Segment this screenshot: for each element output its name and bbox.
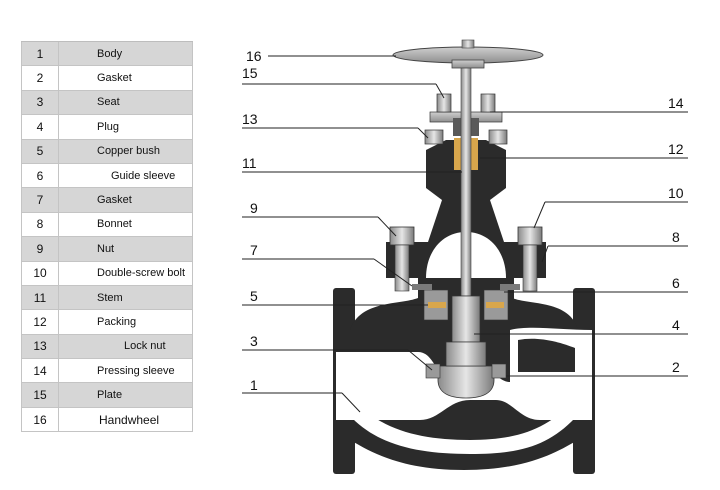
part-name: Plate	[97, 389, 123, 402]
callout-9: 9	[250, 200, 258, 216]
guide-sleeve	[412, 284, 520, 321]
part-name: Copper bush	[97, 145, 160, 158]
parts-row-4: 4 Plug	[21, 115, 193, 140]
part-name: Seat	[97, 96, 120, 109]
part-number: 3	[22, 90, 59, 115]
parts-row-2: 2 Gasket	[21, 66, 193, 91]
part-name: Nut	[97, 242, 115, 255]
parts-row-5: 5 Copper bush	[21, 139, 193, 164]
parts-row-15: 15 Plate	[21, 383, 193, 408]
part-number: 12	[22, 310, 59, 334]
part-name: Pressing sleeve	[97, 364, 175, 377]
handwheel	[392, 39, 544, 69]
part-name: Handwheel	[99, 412, 160, 427]
part-number: 15	[22, 383, 59, 407]
callout-4: 4	[672, 317, 680, 333]
callout-15: 15	[242, 65, 258, 81]
part-name: Stem	[97, 291, 123, 304]
part-number: 5	[22, 139, 59, 163]
callout-8: 8	[672, 229, 680, 245]
part-number: 6	[22, 163, 59, 188]
part-number: 9	[22, 237, 59, 261]
callout-13: 13	[242, 111, 258, 127]
callout-5: 5	[250, 288, 258, 304]
part-number: 7	[22, 188, 59, 212]
part-name: Lock nut	[124, 340, 166, 353]
parts-list-table: 1 Body 2 Gasket 3 Seat 4 Plug 5 Copper b…	[21, 41, 193, 433]
callout-6: 6	[672, 275, 680, 291]
part-number: 8	[22, 212, 59, 237]
parts-row-6: 6 Guide sleeve	[21, 163, 193, 189]
part-number: 14	[22, 359, 59, 383]
parts-row-8: 8 Bonnet	[21, 212, 193, 238]
parts-row-13: 13 Lock nut	[21, 334, 193, 360]
part-name: Body	[97, 47, 123, 60]
callout-12: 12	[668, 141, 684, 157]
parts-row-3: 3 Seat	[21, 90, 193, 116]
callout-leaders	[242, 55, 688, 413]
valve-stem	[460, 65, 472, 297]
callout-3: 3	[250, 333, 258, 349]
part-number: 1	[22, 42, 59, 66]
part-number: 10	[22, 261, 59, 285]
callout-1: 1	[250, 377, 258, 393]
callout-7: 7	[250, 242, 258, 258]
callout-11: 11	[242, 155, 257, 171]
callout-16: 16	[246, 48, 262, 64]
callout-2: 2	[672, 359, 680, 375]
parts-row-16: 16 Handwheel	[21, 407, 193, 433]
parts-row-9: 9 Nut	[21, 237, 193, 262]
parts-row-11: 11 Stem	[21, 285, 193, 311]
part-number: 16	[22, 407, 59, 432]
part-name: Bonnet	[97, 218, 132, 231]
part-name: Plug	[97, 120, 120, 133]
parts-row-10: 10 Double-screw bolt	[21, 261, 193, 286]
parts-row-14: 14 Pressing sleeve	[21, 359, 193, 384]
part-name: Packing	[97, 315, 137, 328]
part-name: Gasket	[97, 72, 132, 85]
part-number: 4	[22, 115, 59, 139]
parts-row-7: 7 Gasket	[21, 188, 193, 213]
part-name: Double-screw bolt	[97, 267, 186, 280]
parts-row-1: 1 Body	[21, 42, 193, 67]
callout-10: 10	[668, 185, 684, 201]
bonnet-bolt-left	[389, 226, 415, 292]
part-number: 11	[22, 285, 59, 310]
part-number: 13	[22, 334, 59, 359]
part-name: Guide sleeve	[111, 169, 176, 182]
part-number: 2	[22, 66, 59, 90]
parts-row-12: 12 Packing	[21, 310, 193, 335]
callout-14: 14	[668, 95, 684, 111]
part-name: Gasket	[97, 194, 132, 207]
bonnet-bolt-right	[517, 226, 543, 292]
